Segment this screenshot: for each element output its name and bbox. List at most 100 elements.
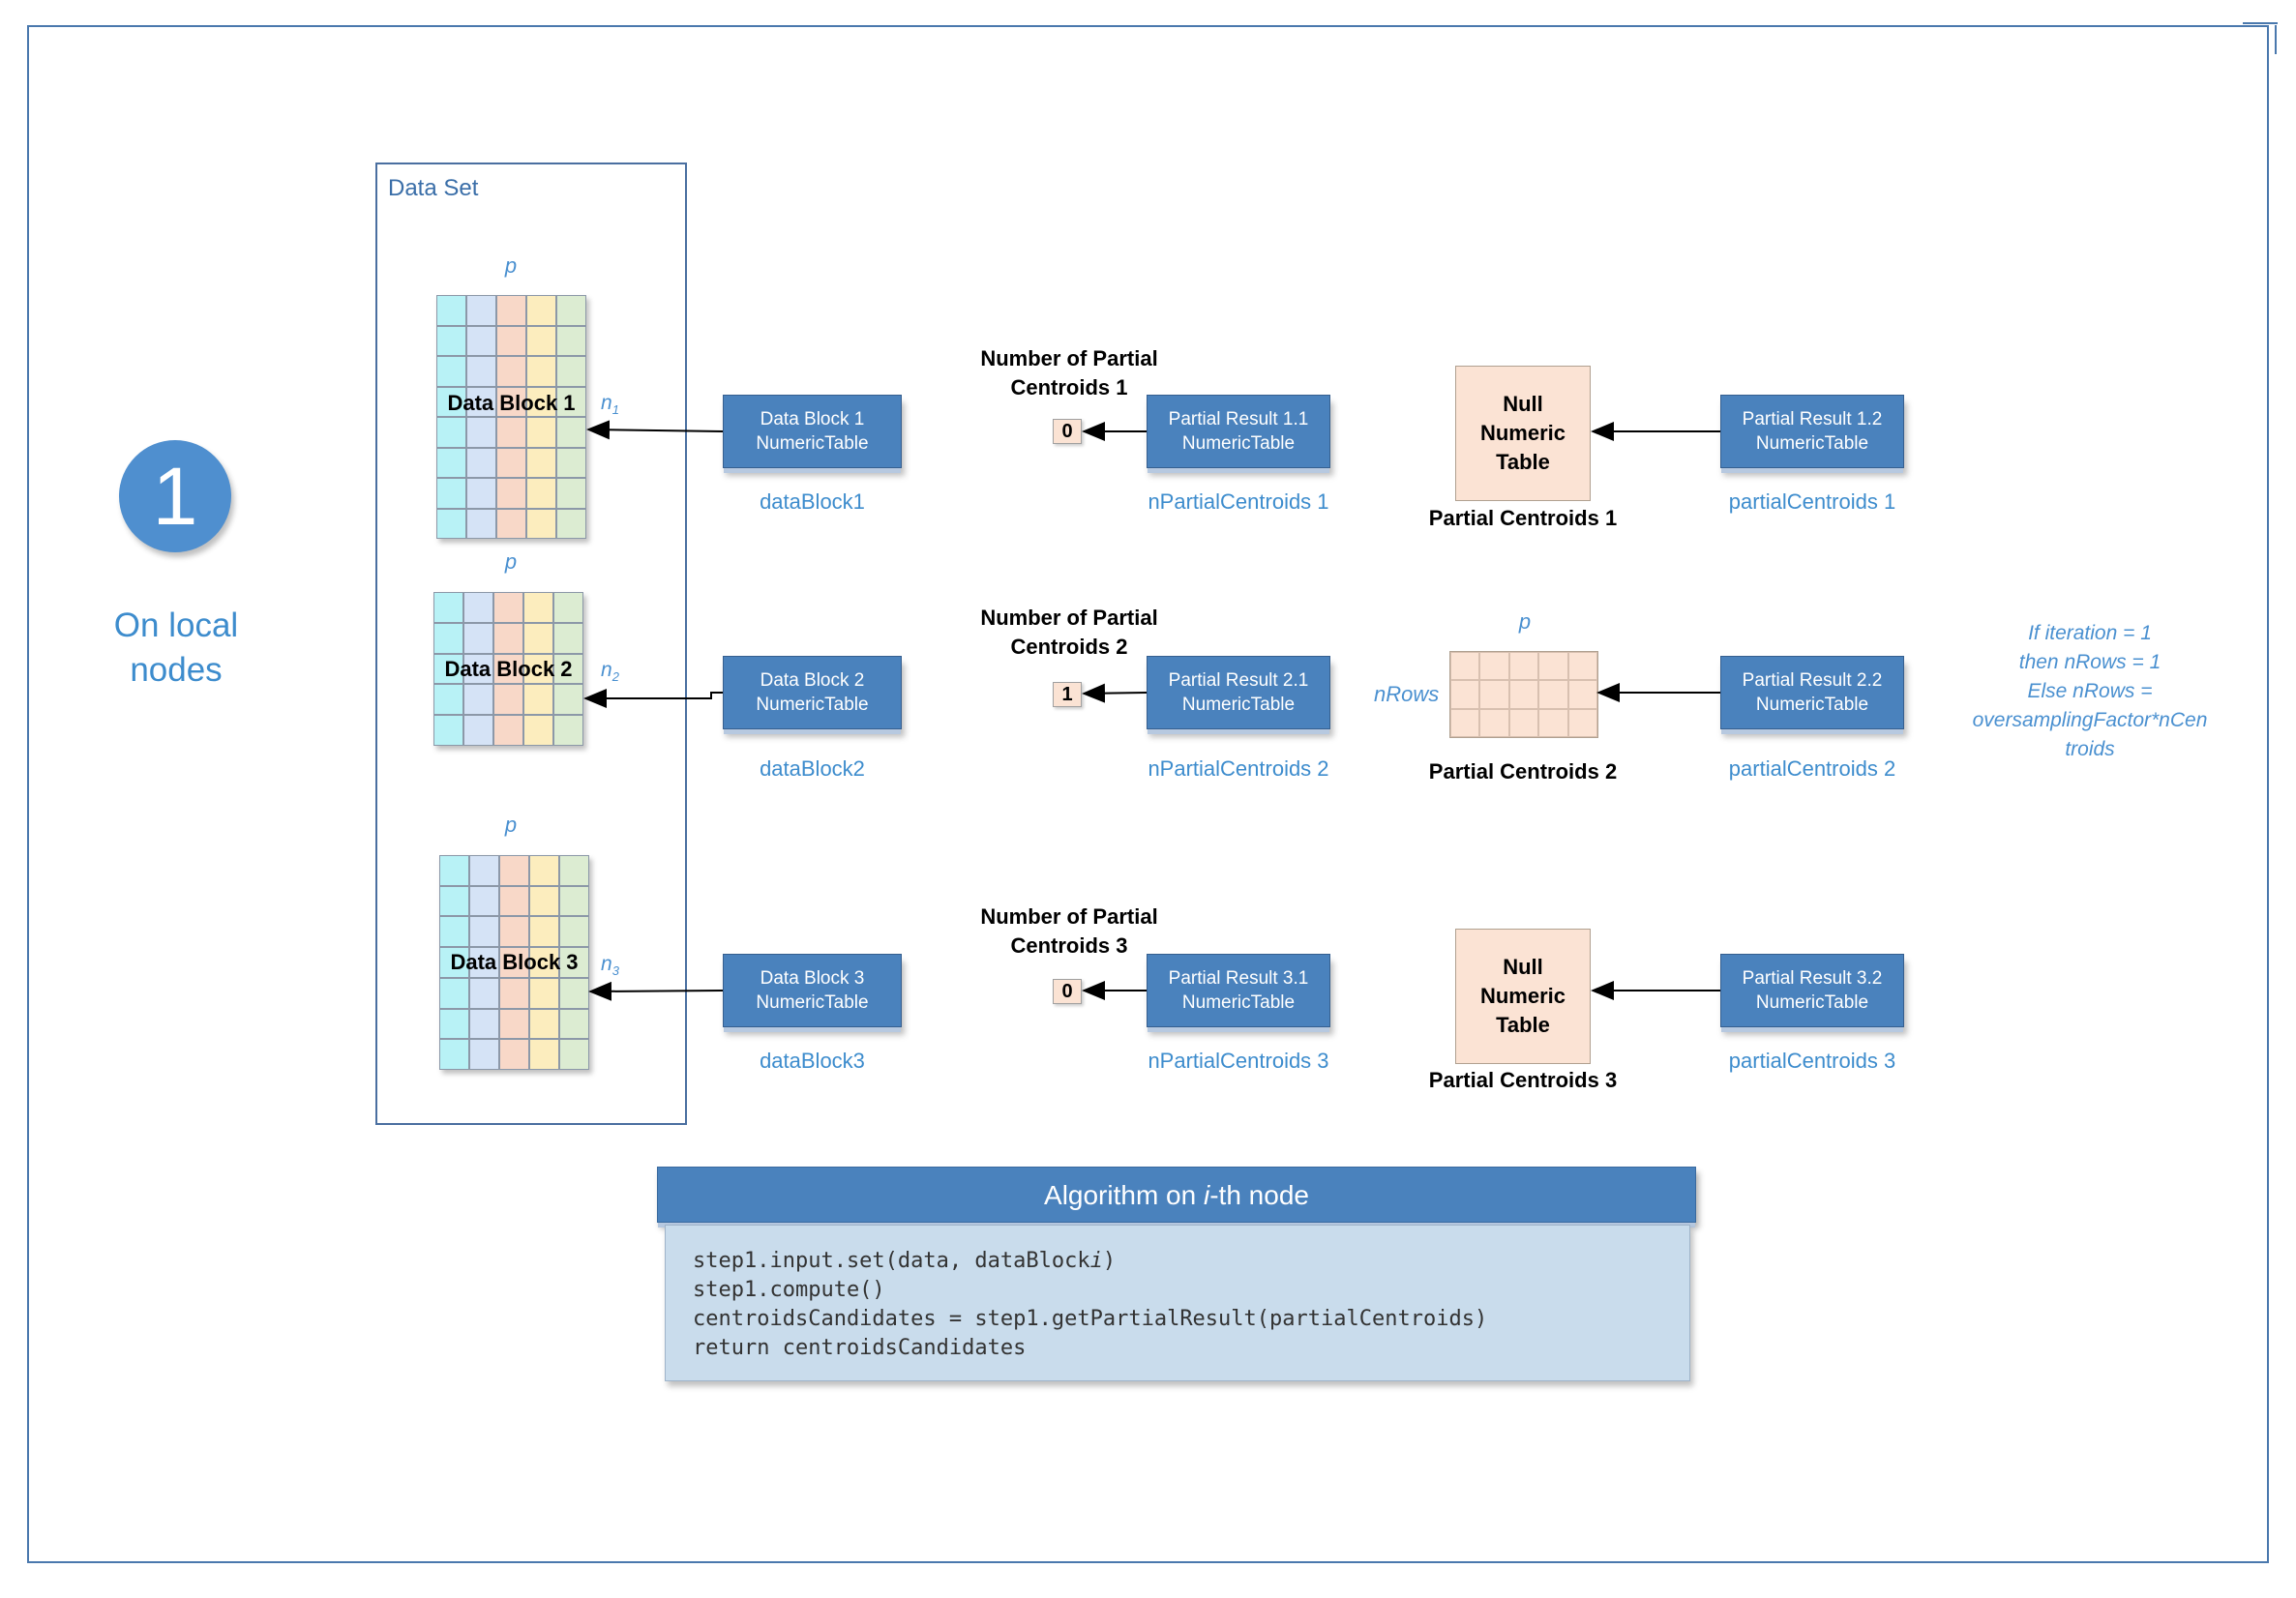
dimension-label: p <box>504 253 518 278</box>
grid-cell <box>469 947 499 978</box>
note-line: then nRows = 1 <box>2018 651 2162 673</box>
variable-label: nPartialCentroids 1 <box>1148 489 1329 514</box>
table-cell <box>1479 652 1509 681</box>
null-table-line: Table <box>1496 450 1550 474</box>
null-table-line: Null <box>1503 392 1543 416</box>
variable-label: partialCentroids 3 <box>1728 1049 1896 1073</box>
grid-cell <box>436 417 466 448</box>
box-title: Partial Result 1.1 <box>1168 409 1309 429</box>
grid-cell <box>496 295 526 326</box>
dimension-label: p <box>504 549 518 574</box>
grid-cell <box>439 977 469 1009</box>
partial-result-centroids-table[interactable]: Partial Result 3.2 NumericTable <box>1720 954 1904 1027</box>
data-block-numeric-table[interactable]: Data Block 2 NumericTable <box>723 656 902 729</box>
count-value-cell: 0 <box>1053 419 1082 444</box>
row-count-base: n <box>601 659 612 681</box>
step-caption-line: nodes <box>130 651 223 689</box>
grid-cell <box>499 855 529 886</box>
grid-cell <box>556 325 586 356</box>
count-value-cell: 0 <box>1053 979 1082 1004</box>
grid-cell <box>496 478 526 509</box>
grid-cell <box>469 977 499 1009</box>
code-text: step1.compute() <box>693 1278 885 1302</box>
variable-label: nPartialCentroids 2 <box>1148 756 1329 781</box>
grid-cell <box>529 947 559 978</box>
grid-cell <box>496 447 526 478</box>
grid-cell <box>556 295 586 326</box>
partial-result-count-table[interactable]: Partial Result 2.1 NumericTable <box>1147 656 1330 729</box>
algorithm-panel-header: Algorithm on i-th node <box>657 1167 1696 1223</box>
grid-cell <box>529 1008 559 1040</box>
box-type: NumericTable <box>1755 433 1869 454</box>
null-numeric-table: Null Numeric Table <box>1455 366 1591 501</box>
grid-cell <box>433 684 463 716</box>
count-title-line: Number of Partial <box>980 904 1158 929</box>
grid-cell <box>469 1008 499 1040</box>
grid-cell <box>523 622 553 654</box>
algorithm-title-prefix: Algorithm on <box>1044 1180 1204 1210</box>
grid-cell <box>436 386 466 417</box>
partial-result-count-table[interactable]: Partial Result 1.1 NumericTable <box>1147 395 1330 468</box>
grid-cell <box>463 592 493 623</box>
box-type: NumericTable <box>1755 695 1869 715</box>
partial-result-centroids-table[interactable]: Partial Result 2.2 NumericTable <box>1720 656 1904 729</box>
grid-cell <box>496 417 526 448</box>
grid-cell <box>439 916 469 948</box>
variable-label: dataBlock2 <box>760 756 865 781</box>
box-type: NumericTable <box>1755 992 1869 1013</box>
box-title: Partial Result 2.2 <box>1742 670 1883 691</box>
data-block-numeric-table[interactable]: Data Block 1 NumericTable <box>723 395 902 468</box>
row-count-subscript: 2 <box>611 669 619 685</box>
iteration-note: If iteration = 1 then nRows = 1 Else nRo… <box>1945 619 2235 764</box>
table-cell <box>1450 652 1480 681</box>
data-block-numeric-table[interactable]: Data Block 3 NumericTable <box>723 954 902 1027</box>
data-block-grid <box>439 855 589 1070</box>
variable-label: partialCentroids 2 <box>1728 756 1896 781</box>
partial-centroids-title: Partial Centroids 3 <box>1428 1068 1618 1092</box>
grid-cell <box>436 478 466 509</box>
grid-cell <box>529 1039 559 1070</box>
count-title-line: Number of Partial <box>980 606 1158 630</box>
grid-cell <box>493 592 523 623</box>
grid-cell <box>439 855 469 886</box>
partial-result-count-table[interactable]: Partial Result 3.1 NumericTable <box>1147 954 1330 1027</box>
row-count-label: n2 <box>601 659 619 684</box>
grid-cell <box>466 386 496 417</box>
grid-cell <box>499 947 529 978</box>
table-cell <box>1479 708 1509 737</box>
table-cell <box>1538 708 1568 737</box>
data-block-grid <box>433 592 583 746</box>
grid-cell <box>433 622 463 654</box>
row-count-subscript: 1 <box>611 402 619 418</box>
step-caption: On local nodes <box>87 604 265 693</box>
note-line: If iteration = 1 <box>2028 622 2152 644</box>
grid-cell <box>466 295 496 326</box>
box-type: NumericTable <box>756 695 869 715</box>
grid-cell <box>463 653 493 685</box>
box-type: NumericTable <box>756 992 869 1013</box>
grid-cell <box>523 653 553 685</box>
table-cell <box>1567 652 1597 681</box>
grid-cell <box>559 1008 589 1040</box>
partial-result-centroids-table[interactable]: Partial Result 1.2 NumericTable <box>1720 395 1904 468</box>
variable-label: dataBlock1 <box>760 489 865 514</box>
box-title: Data Block 2 <box>760 670 865 691</box>
count-title: Number of Partial Centroids 3 <box>958 903 1180 961</box>
grid-cell <box>466 417 496 448</box>
code-text: ) <box>1102 1249 1117 1273</box>
box-title: Partial Result 2.1 <box>1168 670 1309 691</box>
grid-cell <box>553 684 583 716</box>
row-count-label: n1 <box>601 392 619 417</box>
grid-cell <box>556 386 586 417</box>
grid-cell <box>526 447 556 478</box>
grid-cell <box>523 715 553 746</box>
algorithm-title-italic: i <box>1203 1180 1210 1210</box>
code-italic: i <box>1089 1249 1103 1273</box>
grid-cell <box>529 916 559 948</box>
note-line: oversamplingFactor*nCen <box>1972 709 2208 731</box>
count-value-cell: 1 <box>1053 682 1082 707</box>
box-type: NumericTable <box>1181 695 1296 715</box>
table-cell <box>1538 680 1568 709</box>
frame-corner-mark <box>2243 22 2278 24</box>
